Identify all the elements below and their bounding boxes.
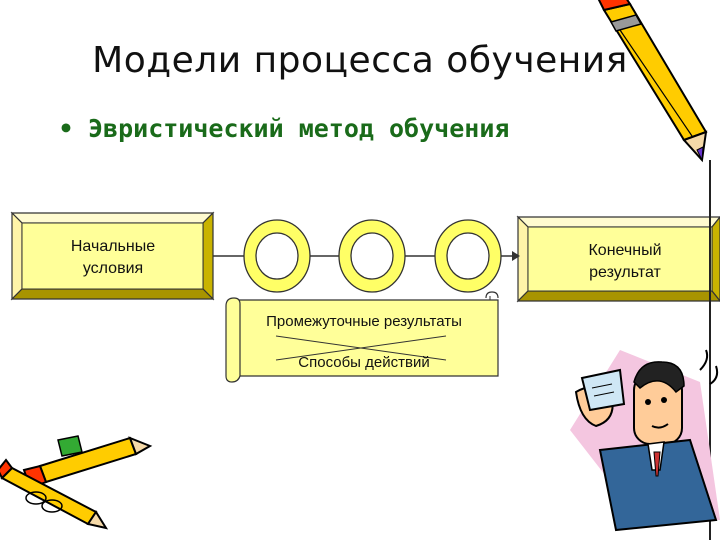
ring-3 bbox=[434, 219, 502, 293]
ring-2 bbox=[338, 219, 406, 293]
start-box bbox=[10, 211, 215, 301]
methods-label: Способы действий bbox=[298, 354, 430, 371]
bullet-dot: • bbox=[58, 114, 74, 143]
process-flow bbox=[213, 251, 520, 261]
cross-line-2 bbox=[275, 335, 447, 361]
paper-icon bbox=[580, 368, 626, 412]
end-result-label: Конечный результат bbox=[588, 242, 662, 281]
arrow-head bbox=[512, 251, 520, 261]
pencils-bottom-left-icon bbox=[0, 435, 153, 530]
slide-title: Модели процесса обучения bbox=[92, 40, 628, 81]
ring-1 bbox=[243, 219, 311, 293]
bullet-text: Эвристический метод обучения bbox=[87, 114, 510, 143]
end-box bbox=[516, 215, 720, 303]
scroll-panel bbox=[225, 291, 499, 383]
pencil-top-right-icon bbox=[597, 0, 708, 163]
bullet-item: • Эвристический метод обучения bbox=[58, 114, 509, 143]
intermediate-results-label: Промежуточные результаты bbox=[266, 313, 462, 330]
start-conditions-label: Начальные условия bbox=[70, 238, 156, 277]
confused-man-icon bbox=[570, 349, 720, 532]
